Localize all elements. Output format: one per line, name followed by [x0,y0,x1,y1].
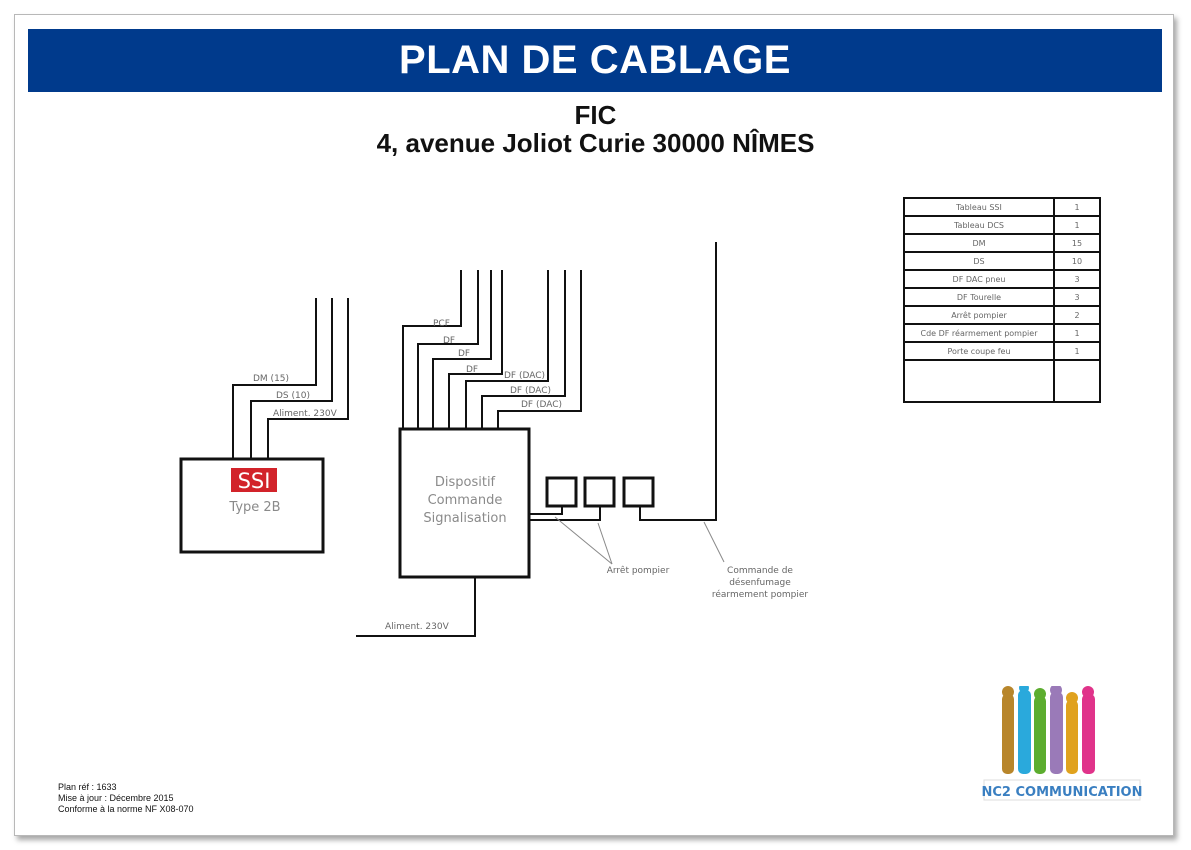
label-ds: DS (10) [276,391,310,401]
cable-dac-1 [465,270,549,429]
legend-label: DM [903,233,1055,253]
arret-pompier-button-1 [545,476,578,508]
legend-qty: 1 [1053,215,1101,235]
dcs-box [398,427,531,579]
legend-row-empty [903,359,1101,403]
label-ssi-power: Aliment. 230V [273,409,338,419]
cable-dac-3 [497,270,582,429]
legend-qty: 2 [1053,305,1101,325]
callout-leaders [554,516,725,565]
label-dm: DM (15) [253,374,289,384]
ssi-badge-text: SSI [238,469,271,493]
logo-wordmark: NC2 COMMUNICATION [982,785,1142,800]
cable-dm [232,298,317,459]
cable-pcf [402,270,462,429]
label-commande-3: réarmement pompier [712,589,809,600]
plan-norm: Conforme à la norme NF X08-070 [58,804,194,814]
legend-label: Cde DF réarmement pompier [903,323,1055,343]
label-df-1: DF [443,336,455,346]
dcs-line2: Commande [428,493,503,508]
cable-arret-1 [530,506,563,515]
plan-sheet [14,14,1174,836]
plan-update-date: Mise à jour : Décembre 2015 [58,793,174,803]
label-dac-3: DF (DAC) [521,400,562,410]
plan-reference: Plan réf : 1633 [58,782,117,792]
nc2-communication-logo: NC2 COMMUNICATION [982,686,1142,801]
cable-df-2 [432,270,492,429]
site-address: 4, avenue Joliot Curie 30000 NÎMES [376,128,815,158]
ssi-badge [231,468,277,492]
label-dcs-power: Aliment. 230V [385,622,450,632]
label-df-3: DF [466,365,478,375]
legend-qty: 3 [1053,287,1101,307]
cable-dac-2 [481,270,566,429]
label-df-2: DF [458,349,470,359]
logo-figures-icon [1002,686,1095,774]
label-dac-1: DF (DAC) [504,371,545,381]
wiring-lines [232,242,717,637]
label-arret-pompier: Arrêt pompier [607,565,670,576]
legend-label: Porte coupe feu [903,341,1055,361]
page-title-banner: PLAN DE CABLAGE [28,29,1162,92]
cable-ds [250,298,333,459]
dcs-line3: Signalisation [423,511,506,526]
legend-qty: 3 [1053,269,1101,289]
legend-qty: 1 [1053,197,1101,217]
cable-ssi-power [267,298,349,459]
plan-footer: Plan réf : 1633 Mise à jour : Décembre 2… [58,782,194,815]
dcs-line1: Dispositif [435,475,496,490]
logo-wordmark-band [983,779,1141,801]
legend-qty: 15 [1053,233,1101,253]
cable-dcs-power [356,578,476,637]
legend-label: DF Tourelle [903,287,1055,307]
legend-label: DF DAC pneu [903,269,1055,289]
label-dac-2: DF (DAC) [510,386,551,396]
label-commande-1: Commande de [727,566,793,576]
site-name: FIC [574,100,617,130]
legend-label: DS [903,251,1055,271]
arret-pompier-button-2 [583,476,616,508]
cable-df-3 [448,270,503,429]
cable-arret-2 [530,506,601,521]
label-commande-2: désenfumage [729,577,791,588]
legend-label: Tableau SSI [903,197,1055,217]
label-pcf: PCF [433,319,450,329]
ssi-type: Type 2B [228,500,280,515]
cable-df-1 [417,270,479,429]
legend-qty: 1 [1053,341,1101,361]
legend-qty: 10 [1053,251,1101,271]
legend-label: Arrêt pompier [903,305,1055,325]
commande-desenfumage-button [622,476,655,508]
legend-label: Tableau DCS [903,215,1055,235]
cable-commande-desenfumage [639,242,717,521]
legend-qty: 1 [1053,323,1101,343]
